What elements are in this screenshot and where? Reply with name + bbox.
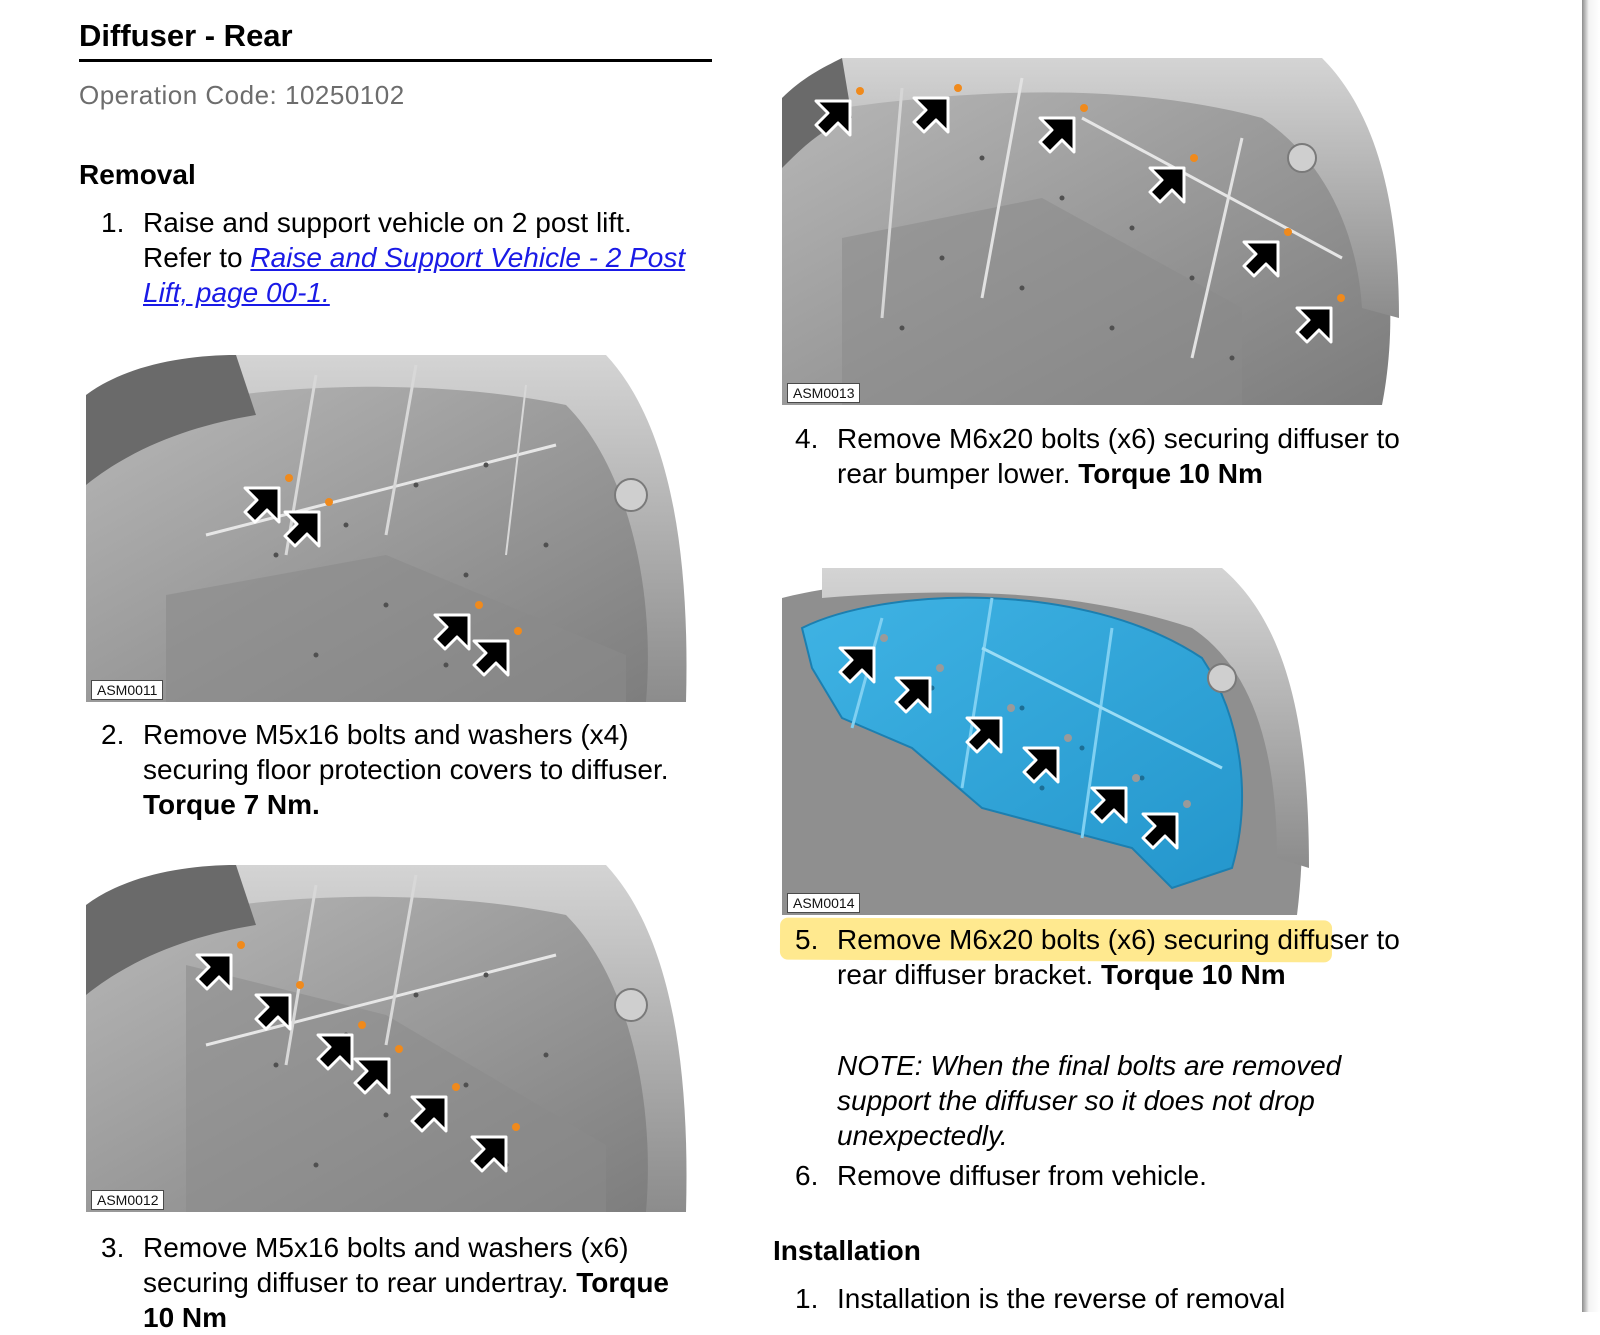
operation-code: Operation Code: 10250102 <box>79 80 405 110</box>
removal-step-1: 1. Raise and support vehicle on 2 post l… <box>101 205 703 310</box>
figure-asm0012: ASM0012 <box>86 865 690 1212</box>
torque-value: Torque 10 Nm <box>1078 458 1263 489</box>
figure-asm0011: ASM0011 <box>86 355 690 702</box>
diffuser-illustration <box>86 355 687 702</box>
figure-asm0013: ASM0013 <box>782 58 1399 405</box>
page-title: Diffuser - Rear <box>79 18 293 53</box>
figure-label: ASM0014 <box>787 893 861 913</box>
removal-step-2: 2. Remove M5x16 bolts and washers (x4) s… <box>101 717 703 822</box>
step-number: 1. <box>101 207 125 238</box>
installation-step-1: 1. Installation is the reverse of remova… <box>795 1281 1427 1316</box>
diffuser-illustration <box>782 58 1399 405</box>
step-number: 1. <box>795 1283 819 1314</box>
figure-label: ASM0011 <box>91 680 164 700</box>
removal-step-5: 5. Remove M6x20 bolts (x6) securing diff… <box>795 922 1427 992</box>
page-edge-shadow <box>1582 0 1600 1312</box>
step-text: Remove diffuser from vehicle. <box>837 1160 1207 1191</box>
figure-label: ASM0012 <box>91 1190 165 1210</box>
step-note: NOTE: When the final bolts are removed s… <box>837 1050 1342 1151</box>
figure-asm0014: ASM0014 <box>782 568 1309 915</box>
diffuser-illustration <box>86 865 687 1212</box>
removal-step-3: 3. Remove M5x16 bolts and washers (x6) s… <box>101 1230 703 1335</box>
step-text: Remove M5x16 bolts and washers (x4) secu… <box>143 719 669 820</box>
removal-step-4: 4. Remove M6x20 bolts (x6) securing diff… <box>795 421 1427 491</box>
step-number: 4. <box>795 423 819 454</box>
torque-value: Torque 10 Nm <box>1101 959 1286 990</box>
step-text: Remove M6x20 bolts (x6) securing diffuse… <box>837 423 1400 489</box>
step-text: Remove M6x20 bolts (x6) securing diffuse… <box>837 924 1400 990</box>
step-text: Remove M5x16 bolts and washers (x6) secu… <box>143 1232 669 1333</box>
raise-support-vehicle-link[interactable]: Raise and Support Vehicle - 2 Post Lift,… <box>143 242 686 308</box>
installation-heading: Installation <box>773 1235 921 1266</box>
step-number: 5. <box>795 924 819 955</box>
step-text: Installation is the reverse of removal <box>837 1283 1286 1314</box>
torque-value: Torque 7 Nm. <box>143 789 320 820</box>
removal-heading: Removal <box>79 159 196 190</box>
step-text: Raise and support vehicle on 2 post lift… <box>143 207 686 308</box>
title-divider <box>79 59 712 62</box>
step-number: 6. <box>795 1160 819 1191</box>
removal-step-6: 6. Remove diffuser from vehicle. <box>795 1158 1427 1193</box>
step-number: 3. <box>101 1232 125 1263</box>
diffuser-illustration <box>782 568 1309 915</box>
figure-label: ASM0013 <box>787 383 861 403</box>
torque-value: Torque 10 Nm <box>143 1267 669 1333</box>
step-number: 2. <box>101 719 125 750</box>
